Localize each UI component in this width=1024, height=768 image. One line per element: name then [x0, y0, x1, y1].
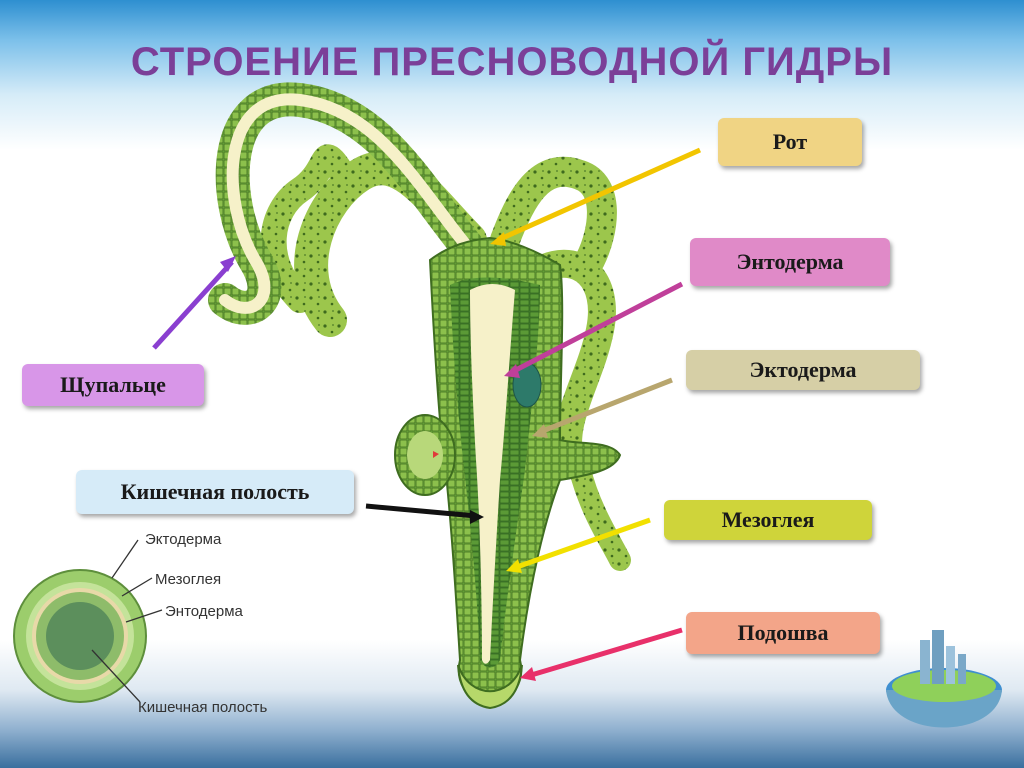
- cs-label-endoderm: Энтодерма: [165, 603, 244, 620]
- globe-logo: [886, 630, 1002, 728]
- label-sole: Подошва: [686, 612, 880, 654]
- label-ectoderm-text: Эктодерма: [749, 357, 856, 383]
- label-mesoglea-text: Мезоглея: [722, 507, 815, 533]
- label-ectoderm: Эктодерма: [686, 350, 920, 390]
- label-endoderm-text: Энтодерма: [736, 249, 843, 275]
- label-endoderm: Энтодерма: [690, 238, 890, 286]
- label-tentacle-text: Щупальце: [60, 372, 166, 398]
- label-gut-cavity-text: Кишечная полость: [121, 479, 310, 505]
- cs-label-mesoglea: Мезоглея: [155, 571, 221, 588]
- cs-label-gut-cavity: Кишечная полость: [138, 699, 267, 716]
- label-mouth: Рот: [718, 118, 862, 166]
- label-mesoglea: Мезоглея: [664, 500, 872, 540]
- label-sole-text: Подошва: [737, 620, 828, 646]
- label-tentacle: Щупальце: [22, 364, 204, 406]
- label-mouth-text: Рот: [773, 129, 807, 155]
- cross-section: [14, 540, 162, 702]
- label-gut-cavity: Кишечная полость: [76, 470, 354, 514]
- cs-label-ectoderm: Эктодерма: [145, 531, 222, 548]
- hydra-body: [395, 238, 620, 708]
